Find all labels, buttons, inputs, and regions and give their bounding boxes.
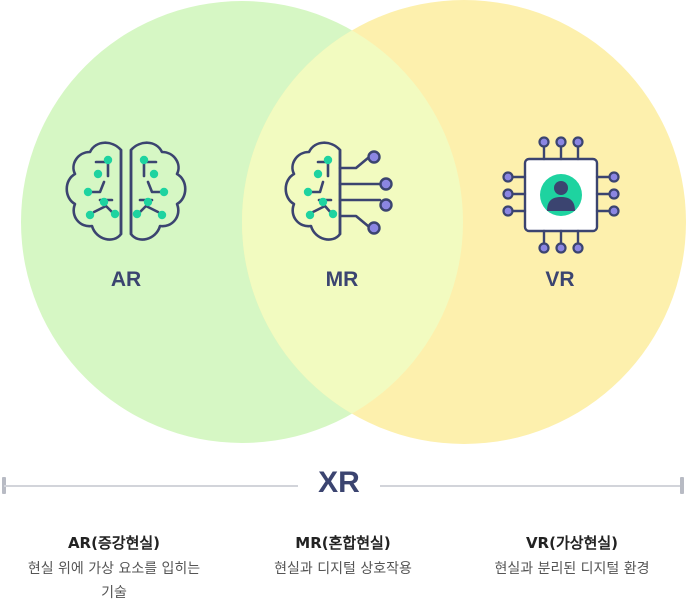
xr-title: XR	[318, 466, 360, 499]
mr-desc-text: 현실과 디지털 상호작용	[229, 557, 457, 581]
xr-bracket-right-cap	[680, 477, 684, 494]
ar-desc-text: 현실 위에 가상 요소를 입히는 기술	[0, 557, 228, 605]
venn-diagram	[21, 0, 686, 444]
mr-description: MR(혼합현실) 현실과 디지털 상호작용	[229, 532, 457, 581]
brain-circuit-dots	[303, 155, 338, 220]
ar-label: AR	[110, 268, 142, 291]
xr-bracket-left-line	[4, 485, 298, 487]
vr-desc-text: 현실과 분리된 디지털 환경	[458, 557, 686, 581]
vr-heading: VR(가상현실)	[525, 534, 619, 552]
mr-overlap	[242, 1, 463, 443]
ar-desc-line1: 현실 위에 가상 요소를 입히는	[27, 561, 201, 577]
ar-heading: AR(증강현실)	[67, 534, 161, 552]
ar-desc-line2: 기술	[101, 585, 127, 601]
xr-bracket-right-line	[380, 485, 682, 487]
vr-desc-line1: 현실과 분리된 디지털 환경	[494, 561, 650, 577]
brain-dots	[83, 155, 169, 220]
mr-desc-line1: 현실과 디지털 상호작용	[274, 561, 412, 577]
mr-heading: MR(혼합현실)	[295, 534, 391, 552]
vr-description: VR(가상현실) 현실과 분리된 디지털 환경	[458, 532, 686, 581]
chip-user-icon	[502, 136, 620, 254]
circuit-nodes	[367, 150, 393, 235]
ar-description: AR(증강현실) 현실 위에 가상 요소를 입히는 기술	[0, 532, 228, 605]
vr-label: VR	[545, 268, 575, 291]
mr-label: MR	[325, 268, 359, 291]
